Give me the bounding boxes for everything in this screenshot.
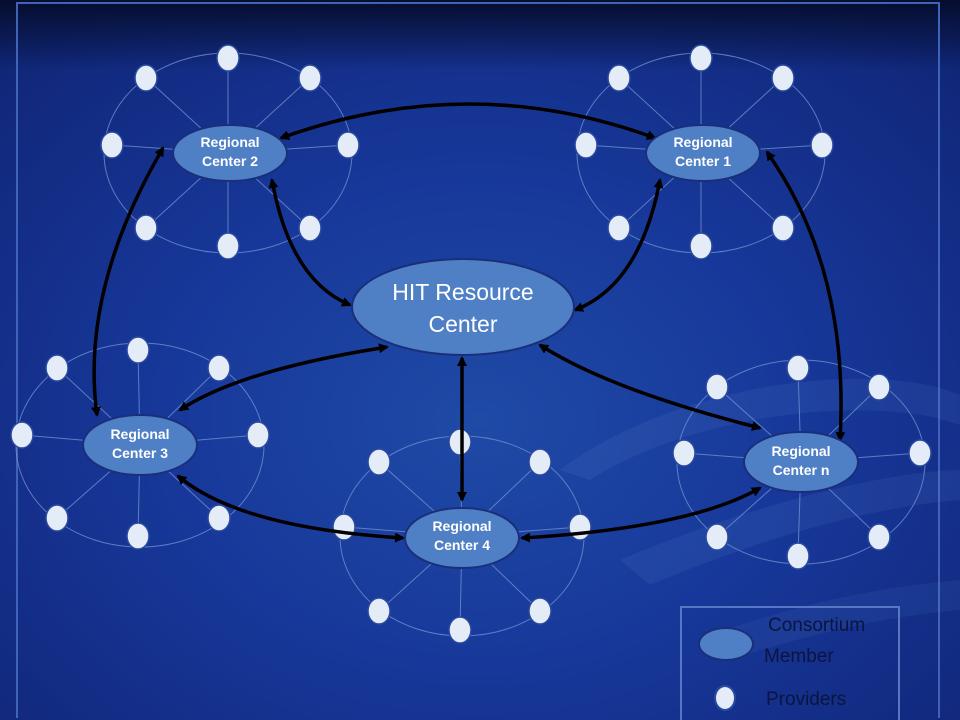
provider-node xyxy=(45,354,69,382)
provider-node xyxy=(134,64,158,92)
provider-node xyxy=(336,131,360,159)
provider-node xyxy=(367,448,391,476)
provider-node xyxy=(528,597,552,625)
arrow-rc1-hub xyxy=(573,178,664,312)
provider-node xyxy=(705,523,729,551)
arrow-rc4-rcn xyxy=(520,486,762,543)
arrow-rc2-rc1 xyxy=(279,102,657,140)
provider-node xyxy=(10,421,34,449)
provider-node xyxy=(771,214,795,242)
arrow-rc1-rcn xyxy=(765,150,846,442)
provider-node xyxy=(867,523,891,551)
provider-node xyxy=(207,354,231,382)
swoosh-1 xyxy=(560,378,960,480)
provider-node xyxy=(216,44,240,72)
provider-node xyxy=(298,64,322,92)
legend-member-line1: Consortium xyxy=(768,615,866,636)
consortium-member-swatch xyxy=(698,627,754,661)
arrow-hub-rc3 xyxy=(178,343,389,412)
legend: Consortium Member Providers xyxy=(680,606,900,720)
regional-center-3-node xyxy=(82,414,198,476)
regional-center-4-node xyxy=(404,507,520,569)
provider-node xyxy=(786,354,810,382)
provider-node xyxy=(528,448,552,476)
provider-node xyxy=(908,439,932,467)
provider-node xyxy=(246,421,270,449)
provider-node xyxy=(100,131,124,159)
provider-node xyxy=(126,336,150,364)
provider-node xyxy=(126,522,150,550)
provider-node xyxy=(45,504,69,532)
provider-node xyxy=(867,373,891,401)
provider-node xyxy=(607,214,631,242)
provider-node xyxy=(367,597,391,625)
hit-resource-center-node xyxy=(351,258,575,356)
provider-node xyxy=(689,232,713,260)
provider-node xyxy=(786,542,810,570)
swoosh-2 xyxy=(620,470,960,585)
provider-node xyxy=(574,131,598,159)
arrow-hub-rcn xyxy=(538,343,762,431)
arrow-rc3-rc4 xyxy=(176,474,405,543)
provider-node xyxy=(332,513,356,541)
provider-node xyxy=(568,513,592,541)
regional-center-n-node xyxy=(743,431,859,493)
provider-node xyxy=(705,373,729,401)
arrow-rc2-hub xyxy=(268,178,352,307)
provider-node xyxy=(672,439,696,467)
provider-node xyxy=(134,214,158,242)
provider-node xyxy=(298,214,322,242)
arrow-rc2-rc3 xyxy=(90,146,165,417)
provider-node xyxy=(207,504,231,532)
provider-node xyxy=(448,428,472,456)
provider-node xyxy=(216,232,240,260)
background-swoosh xyxy=(560,378,960,660)
member-nodes xyxy=(82,124,859,569)
connection-arrows xyxy=(90,102,846,543)
provider-node xyxy=(448,616,472,644)
legend-providers: Providers xyxy=(766,689,847,710)
provider-node xyxy=(771,64,795,92)
provider-node xyxy=(810,131,834,159)
provider-swatch xyxy=(714,685,736,711)
regional-center-1-node xyxy=(645,124,761,182)
provider-node xyxy=(689,44,713,72)
provider-node xyxy=(607,64,631,92)
regional-center-2-node xyxy=(172,124,288,182)
swoosh-3 xyxy=(700,580,960,660)
legend-member-line2: Member xyxy=(764,646,834,667)
